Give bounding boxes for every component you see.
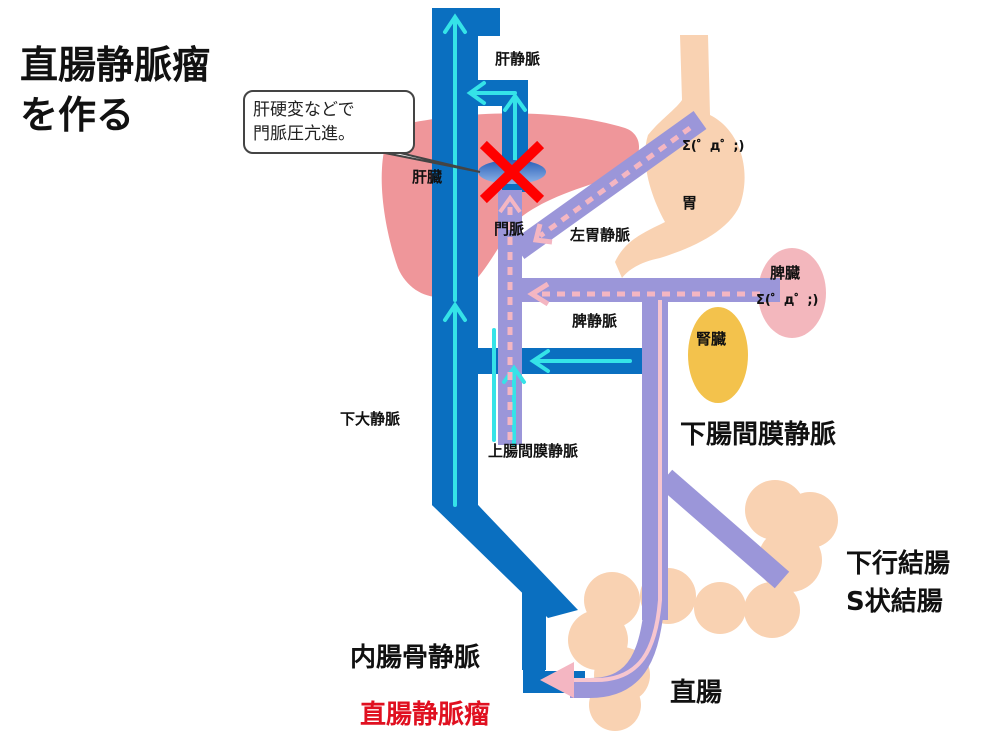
label-face-spleen: Σ(゜д゜;) [756,293,819,308]
reverse-flow-imv [572,300,662,682]
label-left-gastric-vein: 左胃静脈 [570,226,631,244]
callout-tail [379,151,481,173]
flow-arrows [443,13,632,507]
spleen-shape [758,248,826,338]
label-imv: 下腸間膜静脈 [680,420,837,450]
label-kidney: 腎臓 [696,330,727,348]
callout-line-2: 門脈圧亢進。 [253,124,355,144]
reverse-arrow-portal [498,194,522,214]
label-portal-vein: 門脈 [494,220,525,238]
x-mark-icon [479,140,545,204]
label-rectum: 直腸 [670,678,723,708]
label-internal-iliac-vein: 内腸骨静脈 [350,643,481,673]
title-line-1: 直腸静脈瘤 [20,43,211,87]
label-sigmoid-colon: S状結腸 [846,587,943,617]
reverse-flow-dots [507,125,760,440]
title-line-2: を作る [20,93,135,137]
label-face-stomach: Σ(゜д゜;) [682,139,745,154]
label-liver: 肝臓 [412,168,443,186]
label-spleen: 脾臓 [770,264,801,282]
label-splenic-vein: 脾静脈 [572,312,618,330]
label-rectal-varices: 直腸静脈瘤 [360,700,491,730]
callout-box: 肝硬変などで 門脈圧亢進。 [243,90,415,154]
label-hepatic-vein: 肝静脈 [495,50,541,68]
stomach-shape [615,35,745,278]
inferior-vena-cava [432,8,650,670]
reverse-arrow-splenic [527,281,550,307]
label-descending-colon: 下行結腸 [846,549,951,579]
reverse-arrow-gastric [532,223,553,245]
rectal-varices-arrowhead [540,662,574,698]
label-ivc: 下大静脈 [340,410,401,428]
kidney-shape [688,307,748,403]
page-title: 直腸静脈瘤 を作る [20,40,210,140]
callout-line-1: 肝硬変などで [253,100,355,120]
label-stomach: 胃 [682,194,698,212]
label-smv: 上腸間膜静脈 [488,442,579,460]
